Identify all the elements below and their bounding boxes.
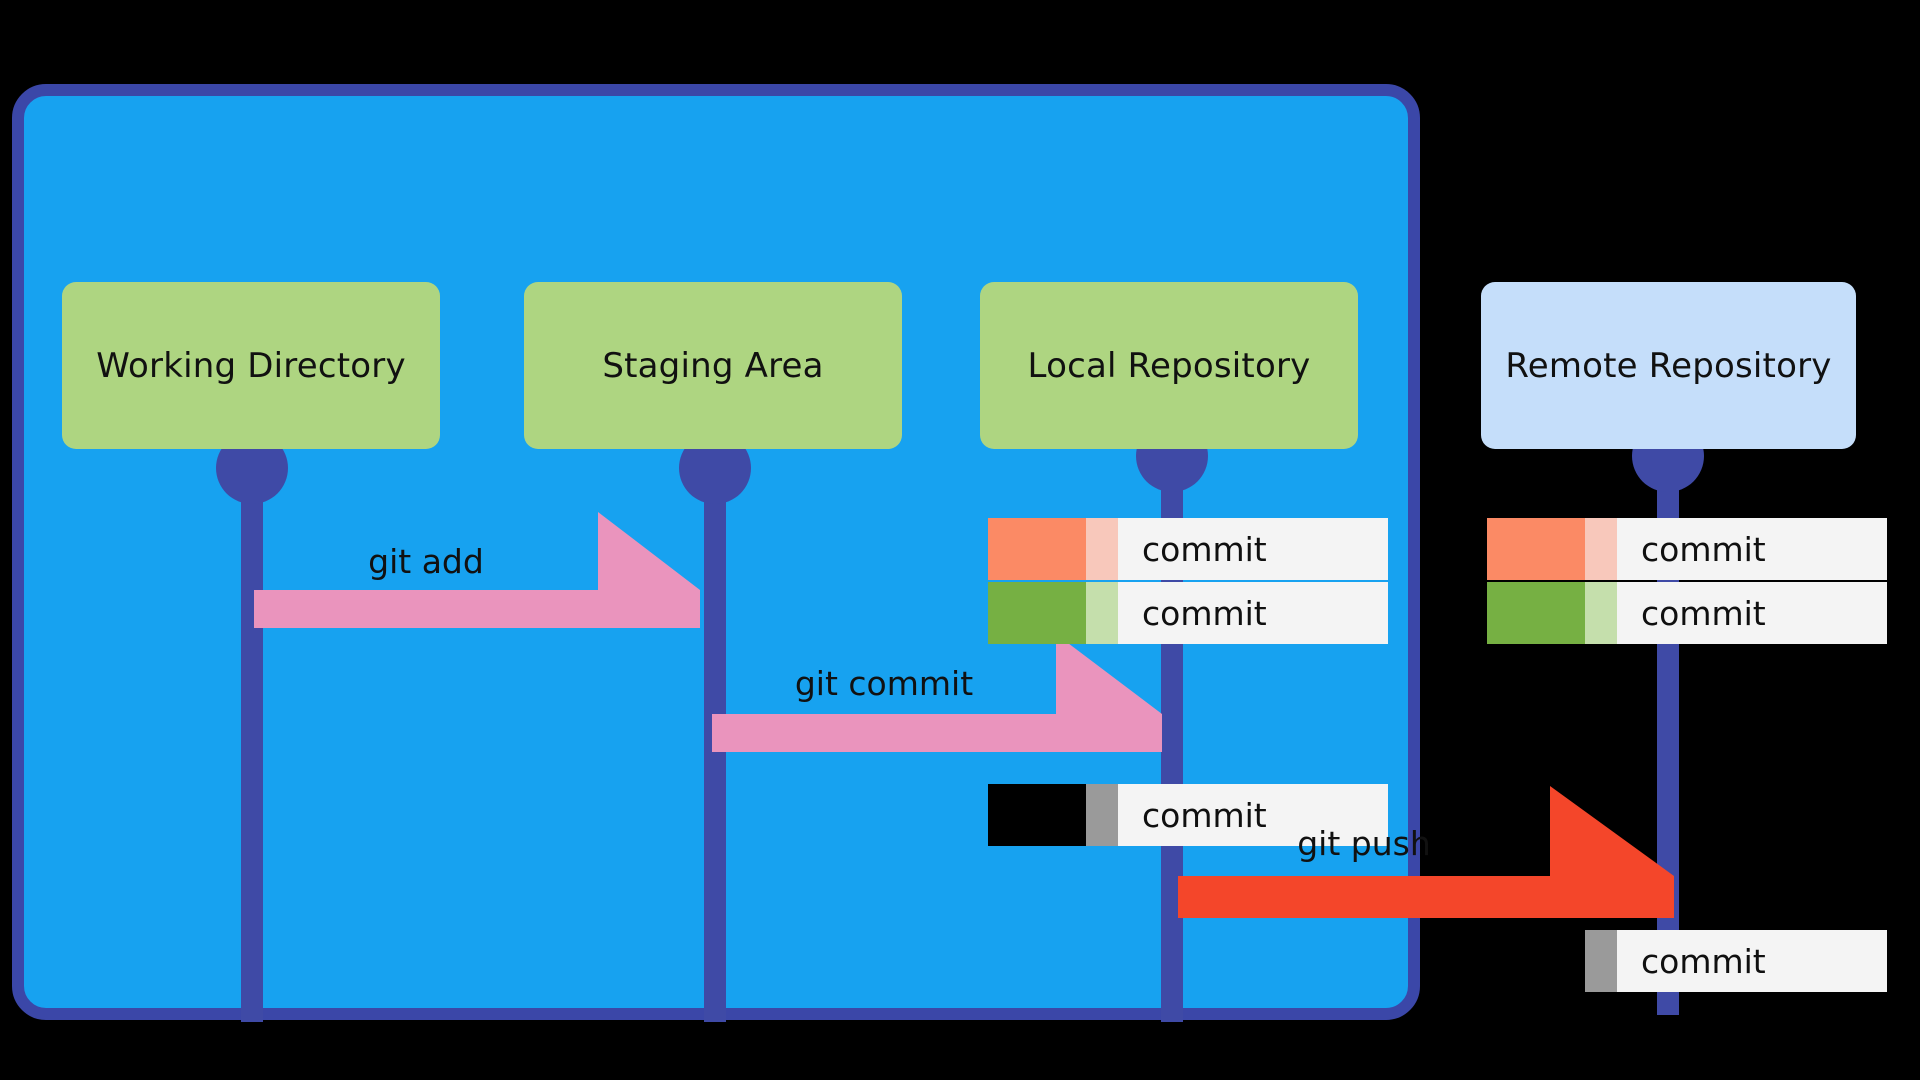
git-push-arrow[interactable]: git push — [1178, 786, 1674, 922]
commit-body-remote-3: commit — [1617, 930, 1887, 992]
lifeline-stem-remote-repository — [1657, 420, 1679, 1015]
git-commit-arrow[interactable]: git commit — [712, 634, 1162, 758]
commit-label-local-1: commit — [1142, 529, 1267, 569]
commit-swatch-primary-local-2 — [988, 582, 1086, 644]
commit-row-remote-2[interactable]: commit — [1487, 582, 1887, 644]
commit-body-local-2: commit — [1118, 582, 1388, 644]
participant-box-staging-area[interactable]: Staging Area — [524, 282, 902, 449]
commit-swatch-primary-remote-1 — [1487, 518, 1585, 580]
participant-label-remote-repository: Remote Repository — [1505, 345, 1832, 386]
commit-row-local-1[interactable]: commit — [988, 518, 1388, 580]
commit-label-remote-2: commit — [1641, 593, 1766, 633]
commit-swatch-secondary-remote-1 — [1585, 518, 1617, 580]
git-push-arrow-shape — [1178, 786, 1674, 918]
participant-box-remote-repository[interactable]: Remote Repository — [1481, 282, 1856, 449]
commit-label-remote-1: commit — [1641, 529, 1766, 569]
commit-swatch-primary-remote-2 — [1487, 582, 1585, 644]
git-commit-arrow-label: git commit — [794, 664, 974, 703]
git-add-arrow-shape — [254, 512, 700, 628]
commit-row-local-3[interactable]: commit — [988, 784, 1388, 846]
commit-row-remote-3[interactable]: commit — [1487, 930, 1887, 992]
lifeline-remote-repository — [1629, 420, 1707, 1015]
commit-swatch-secondary-local-3 — [1086, 784, 1118, 846]
commit-swatch-secondary-remote-2 — [1585, 582, 1617, 644]
git-add-arrow[interactable]: git add — [254, 512, 700, 632]
commit-label-remote-3: commit — [1641, 941, 1766, 981]
commit-swatch-primary-local-1 — [988, 518, 1086, 580]
participant-box-working-directory[interactable]: Working Directory — [62, 282, 440, 449]
commit-swatch-primary-local-3 — [988, 784, 1086, 846]
lifeline-stem-working-directory — [241, 432, 263, 1022]
commit-body-local-1: commit — [1118, 518, 1388, 580]
participant-label-local-repository: Local Repository — [1027, 345, 1311, 386]
lifeline-stem-local-repository — [1161, 420, 1183, 1022]
commit-label-local-3: commit — [1142, 795, 1267, 835]
commit-row-remote-1[interactable]: commit — [1487, 518, 1887, 580]
participant-box-local-repository[interactable]: Local Repository — [980, 282, 1358, 449]
commit-label-local-2: commit — [1142, 593, 1267, 633]
commit-body-remote-1: commit — [1617, 518, 1887, 580]
git-add-arrow-label: git add — [368, 542, 484, 581]
commit-swatch-secondary-local-1 — [1086, 518, 1118, 580]
commit-swatch-primary-remote-3 — [1487, 930, 1585, 992]
commit-body-remote-2: commit — [1617, 582, 1887, 644]
participant-label-staging-area: Staging Area — [602, 345, 824, 386]
git-commit-arrow-shape — [712, 634, 1162, 752]
commit-row-local-2[interactable]: commit — [988, 582, 1388, 644]
commit-swatch-secondary-remote-3 — [1585, 930, 1617, 992]
git-push-arrow-label: git push — [1297, 824, 1431, 863]
participant-label-working-directory: Working Directory — [96, 345, 406, 386]
commit-body-local-3: commit — [1118, 784, 1388, 846]
commit-swatch-secondary-local-2 — [1086, 582, 1118, 644]
